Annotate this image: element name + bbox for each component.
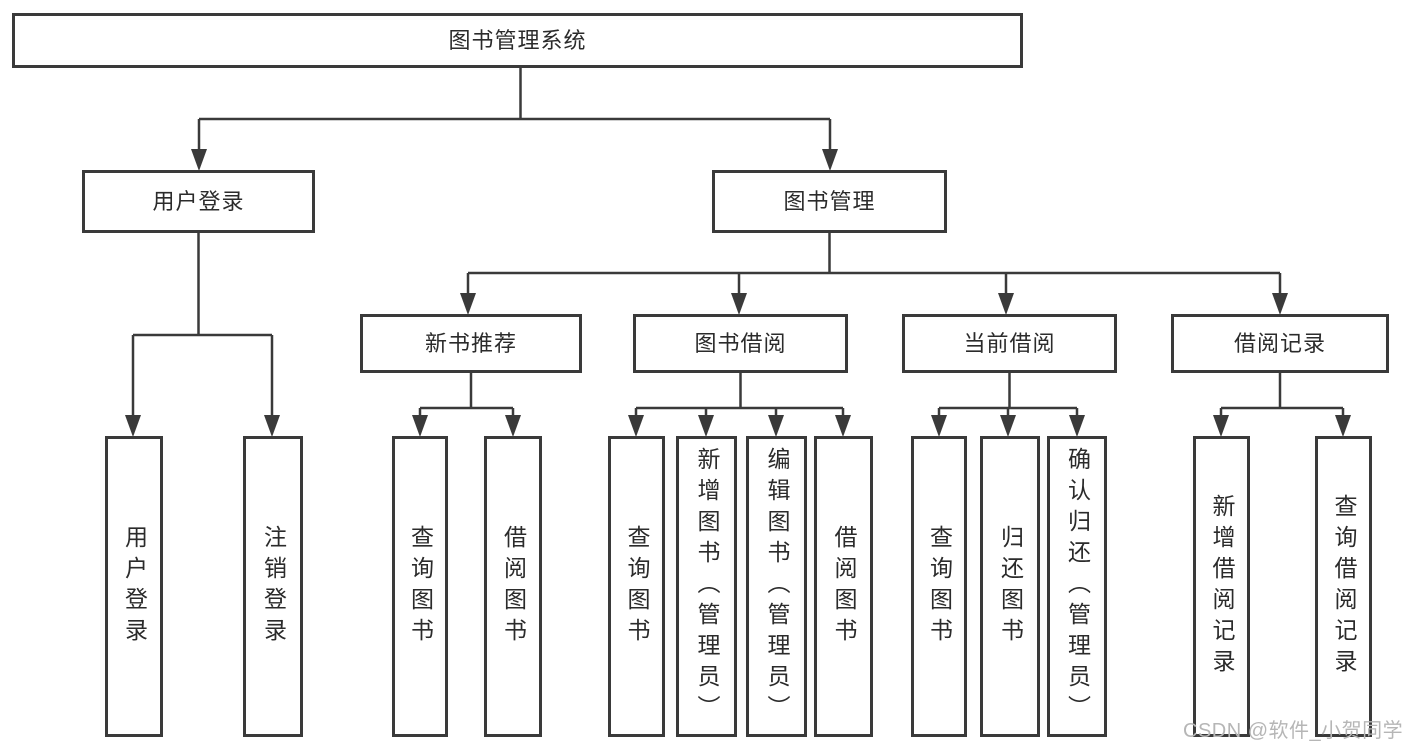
node-label: 借阅记录 bbox=[1233, 330, 1326, 356]
node-label: 查询图书 bbox=[407, 524, 434, 649]
node-user-login: 用户登录 bbox=[82, 170, 315, 233]
node-label: 图书借阅 bbox=[694, 330, 787, 356]
node-label: 用户登录 bbox=[121, 524, 148, 649]
node-label: 借阅图书 bbox=[500, 524, 527, 649]
node-label: 确认归还（管理员） bbox=[1064, 447, 1091, 726]
node-book-borrow: 图书借阅 bbox=[633, 314, 848, 373]
node-label: 新书推荐 bbox=[424, 330, 517, 356]
leaf-user-login: 用户登录 bbox=[105, 436, 163, 737]
node-label: 新增借阅记录 bbox=[1209, 493, 1235, 680]
leaf-current-query-books: 查询图书 bbox=[911, 436, 967, 737]
leaf-borrow-query-books: 查询图书 bbox=[608, 436, 665, 737]
node-label: 注销登录 bbox=[260, 524, 287, 649]
node-current-borrow: 当前借阅 bbox=[902, 314, 1117, 373]
leaf-logout: 注销登录 bbox=[243, 436, 303, 737]
node-library-management-system: 图书管理系统 bbox=[12, 13, 1023, 68]
node-label: 归还图书 bbox=[997, 524, 1024, 649]
node-label: 查询图书 bbox=[926, 524, 953, 649]
node-borrow-record: 借阅记录 bbox=[1171, 314, 1389, 373]
leaf-current-confirm-return-admin: 确认归还（管理员） bbox=[1047, 436, 1107, 737]
node-label: 用户登录 bbox=[152, 188, 245, 214]
leaf-newbook-query-books: 查询图书 bbox=[392, 436, 448, 737]
leaf-borrow-edit-books-admin: 编辑图书（管理员） bbox=[746, 436, 807, 737]
node-label: 编辑图书（管理员） bbox=[764, 447, 790, 726]
leaf-borrow-borrow-books: 借阅图书 bbox=[814, 436, 873, 737]
node-label: 当前借阅 bbox=[963, 330, 1056, 356]
node-label: 查询图书 bbox=[624, 524, 650, 649]
leaf-borrow-add-books-admin: 新增图书（管理员） bbox=[676, 436, 737, 737]
node-label: 新增图书（管理员） bbox=[694, 447, 720, 726]
leaf-current-return-books: 归还图书 bbox=[980, 436, 1040, 737]
leaf-record-query-record: 查询借阅记录 bbox=[1315, 436, 1372, 737]
leaf-record-add-record: 新增借阅记录 bbox=[1193, 436, 1250, 737]
node-label: 图书管理 bbox=[783, 188, 876, 214]
node-label: 图书管理系统 bbox=[448, 27, 587, 53]
node-new-book-recommend: 新书推荐 bbox=[360, 314, 582, 373]
node-label: 查询借阅记录 bbox=[1331, 493, 1357, 680]
node-label: 借阅图书 bbox=[831, 524, 857, 649]
node-book-management: 图书管理 bbox=[712, 170, 947, 233]
leaf-newbook-borrow-books: 借阅图书 bbox=[484, 436, 542, 737]
